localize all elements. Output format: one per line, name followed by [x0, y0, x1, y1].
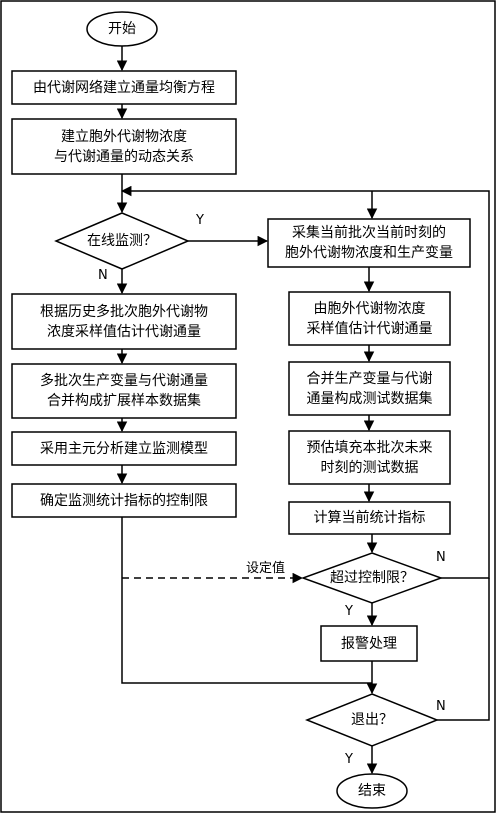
collect-current-label: 采集当前批次当前时刻的 胞外代谢物浓度和生产变量 — [285, 225, 453, 261]
exit-no-loop-line — [437, 578, 490, 721]
merge-sample-set-box — [11, 363, 237, 419]
online-no-label: N — [98, 268, 108, 283]
set-value-label: 设定值 — [246, 561, 286, 576]
estimate-flux-history-box — [11, 293, 237, 350]
merge-test-set-label: 合并生产变量与代谢 通量构成测试数据集 — [306, 370, 433, 407]
estimate-flux-current-box — [288, 291, 451, 346]
exit-yes-label: Y — [345, 752, 353, 767]
pca-model-label: 采用主元分析建立监测模型 — [40, 440, 208, 457]
compute-stats-label: 计算当前统计指标 — [313, 510, 426, 526]
merge-sample-set-label: 多批次生产变量与代谢通量 合并构成扩展样本数据集 — [40, 373, 208, 409]
exceed-yes-label: Y — [345, 604, 353, 619]
exit-label: 退出？ — [351, 712, 393, 728]
online-monitoring-label: 在线监测？ — [87, 233, 157, 249]
start-label: 开始 — [108, 21, 136, 37]
control-limits-box — [11, 483, 237, 518]
predict-future-label: 预估填充本批次未来 时刻的测试数据 — [306, 439, 433, 476]
estimate-flux-current-label: 由胞外代谢物浓度 采样值估计代谢通量 — [306, 300, 433, 337]
build-dynamic-relation-label: 建立胞外代谢物浓度 与代谢通量的动态关系 — [54, 128, 194, 165]
exit-no-label: N — [436, 699, 446, 714]
exceed-no-label: N — [436, 550, 446, 565]
limits-to-exit-line — [121, 517, 372, 684]
estimate-flux-history-label: 根据历史多批次胞外代谢物 浓度采样值估计代谢通量 — [40, 303, 208, 340]
build-flux-balance-box — [11, 70, 237, 105]
build-flux-balance-label: 由代谢网络建立通量均衡方程 — [33, 79, 215, 96]
exceed-limit-label: 超过控制限？ — [330, 570, 414, 586]
compute-stats-box — [288, 501, 451, 535]
control-limits-label: 确定监测统计指标的控制限 — [40, 492, 208, 509]
collect-current-box — [267, 218, 471, 268]
pca-model-box — [11, 431, 237, 466]
online-yes-label: Y — [196, 213, 204, 228]
end-label: 结束 — [358, 783, 386, 799]
predict-future-box — [288, 430, 451, 485]
alarm-label: 报警处理 — [341, 635, 397, 652]
exceed-no-loop-line — [372, 190, 490, 579]
